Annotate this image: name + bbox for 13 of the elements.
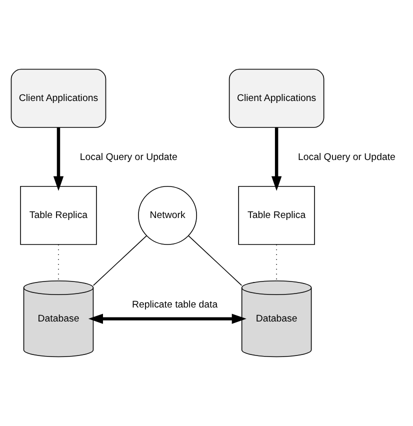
node-box: Client Applications	[10, 68, 106, 128]
arrow	[271, 128, 282, 191]
node-circle: Network	[138, 186, 197, 245]
edge-label: Local Query or Update	[298, 152, 396, 163]
connector	[188, 235, 242, 286]
edge-label: Local Query or Update	[80, 152, 178, 163]
arrow	[53, 128, 64, 191]
node-box: Client Applications	[228, 68, 324, 128]
node-box: Table Replica	[20, 186, 97, 245]
node-box: Table Replica	[238, 186, 315, 245]
edge-label: Replicate table data	[132, 300, 218, 311]
connector	[92, 235, 147, 286]
arrow	[88, 314, 246, 324]
